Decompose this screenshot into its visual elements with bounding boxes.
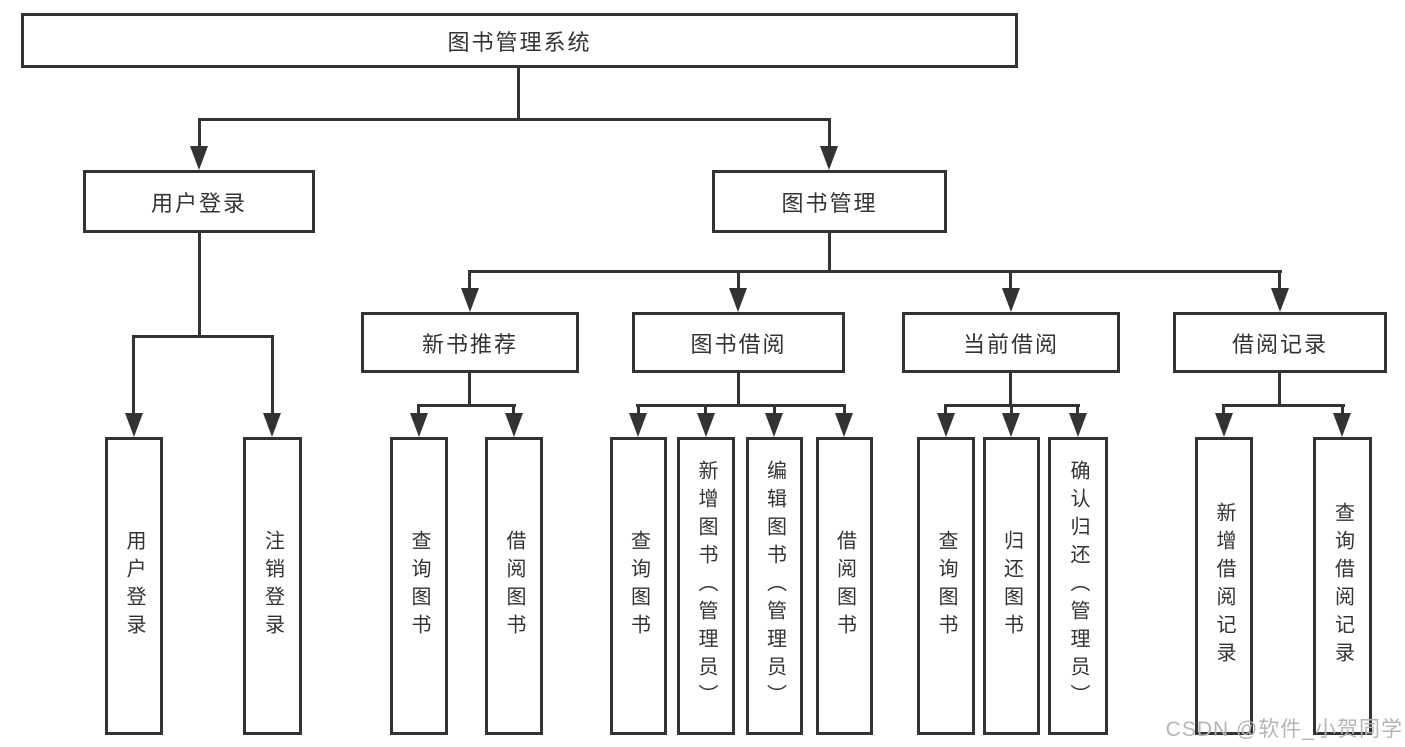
leaf-user-login-label: 用户登录 <box>123 530 145 642</box>
arrowhead-cb-query-icon <box>937 413 955 437</box>
edge-new-book-bus <box>417 404 516 407</box>
edge-borrowing-stem <box>737 270 740 288</box>
leaf-current-query: 查询图书 <box>917 437 975 735</box>
leaf-records-add-label: 新增借阅记录 <box>1213 502 1235 670</box>
node-new-book-rec: 新书推荐 <box>361 312 579 373</box>
node-user-login: 用户登录 <box>83 170 315 233</box>
node-book-mgmt: 图书管理 <box>712 170 947 233</box>
edge-nbr-query-stem <box>417 404 420 413</box>
leaf-borrowing-borrow-label: 借阅图书 <box>833 530 856 642</box>
arrowhead-nbr-query-icon <box>410 413 428 437</box>
edge-br-query-stem <box>1341 404 1344 413</box>
arrowhead-borrowing-icon <box>729 288 747 312</box>
edge-new-book-stem <box>468 270 471 288</box>
edge-leaf-login-stem <box>132 335 135 413</box>
node-book-borrowing: 图书借阅 <box>632 312 845 373</box>
leaf-current-confirm: 确认归还（管理员） <box>1048 437 1108 735</box>
arrowhead-bb-borrow-icon <box>835 413 853 437</box>
node-root: 图书管理系统 <box>21 13 1018 68</box>
leaf-records-add: 新增借阅记录 <box>1195 437 1253 735</box>
leaf-logout-label: 注销登录 <box>261 530 284 642</box>
leaf-borrowing-add: 新增图书（管理员） <box>677 437 735 735</box>
edge-records-bus <box>1222 404 1345 407</box>
leaf-newbook-query: 查询图书 <box>390 437 448 735</box>
arrowhead-br-query-icon <box>1333 413 1351 437</box>
edge-records-stem <box>1278 270 1281 288</box>
leaf-records-query-label: 查询借阅记录 <box>1331 502 1354 670</box>
leaf-logout: 注销登录 <box>243 437 302 735</box>
leaf-borrowing-query: 查询图书 <box>610 437 667 735</box>
leaf-borrowing-borrow: 借阅图书 <box>816 437 873 735</box>
edge-bb-borrow-stem <box>843 404 846 413</box>
leaf-current-return: 归还图书 <box>983 437 1040 735</box>
arrowhead-book-mgmt-icon <box>820 146 838 170</box>
node-borrow-records: 借阅记录 <box>1173 312 1387 373</box>
arrowhead-new-book-icon <box>461 288 479 312</box>
edge-level2-bus <box>198 118 831 121</box>
edge-cb-return-stem <box>1010 404 1013 413</box>
edge-current-drop <box>1009 373 1012 407</box>
leaf-newbook-borrow-label: 借阅图书 <box>503 530 525 642</box>
edge-level3-bus <box>468 270 1282 273</box>
arrowhead-leaf-logout-icon <box>263 413 281 437</box>
edge-borrowing-drop <box>737 373 740 407</box>
arrowhead-bb-query-icon <box>629 413 647 437</box>
watermark: CSDN @软件_小贺同学 <box>1165 718 1403 741</box>
leaf-current-query-label: 查询图书 <box>935 530 957 642</box>
leaf-borrowing-edit-label: 编辑图书（管理员） <box>763 460 786 712</box>
node-current-borrowing: 当前借阅 <box>902 312 1120 373</box>
leaf-user-login: 用户登录 <box>105 437 163 735</box>
edge-user-login-drop <box>198 233 201 335</box>
arrowhead-br-add-icon <box>1215 413 1233 437</box>
leaf-newbook-query-label: 查询图书 <box>408 530 430 642</box>
leaf-borrowing-edit: 编辑图书（管理员） <box>746 437 803 735</box>
edge-user-login-bus <box>132 335 274 338</box>
leaf-current-confirm-label: 确认归还（管理员） <box>1067 460 1089 712</box>
arrowhead-user-login-icon <box>190 146 208 170</box>
edge-book-mgmt-stem <box>828 118 831 146</box>
arrowhead-records-icon <box>1271 288 1289 312</box>
edge-root-drop <box>517 68 520 118</box>
arrowhead-cb-confirm-icon <box>1069 413 1087 437</box>
edge-current-stem <box>1009 270 1012 288</box>
edge-new-book-drop <box>468 373 471 407</box>
edge-user-login-stem <box>198 118 201 146</box>
edge-records-drop <box>1278 373 1281 407</box>
arrowhead-bb-edit-icon <box>765 413 783 437</box>
edge-cb-confirm-stem <box>1076 404 1079 413</box>
edge-borrowing-bus <box>636 404 846 407</box>
arrowhead-bb-add-icon <box>697 413 715 437</box>
leaf-newbook-borrow: 借阅图书 <box>485 437 543 735</box>
arrowhead-current-icon <box>1002 288 1020 312</box>
edge-bb-edit-stem <box>773 404 776 413</box>
arrowhead-leaf-login-icon <box>125 413 143 437</box>
edge-book-mgmt-drop <box>828 233 831 273</box>
edge-br-add-stem <box>1222 404 1225 413</box>
leaf-current-return-label: 归还图书 <box>1000 530 1023 642</box>
leaf-records-query: 查询借阅记录 <box>1313 437 1372 735</box>
edge-nbr-borrow-stem <box>512 404 515 413</box>
edge-cb-query-stem <box>944 404 947 413</box>
edge-bb-add-stem <box>704 404 707 413</box>
leaf-borrowing-query-label: 查询图书 <box>627 530 650 642</box>
arrowhead-cb-return-icon <box>1002 413 1020 437</box>
arrowhead-nbr-borrow-icon <box>505 413 523 437</box>
edge-bb-query-stem <box>637 404 640 413</box>
leaf-borrowing-add-label: 新增图书（管理员） <box>695 460 717 712</box>
edge-leaf-logout-stem <box>271 335 274 413</box>
